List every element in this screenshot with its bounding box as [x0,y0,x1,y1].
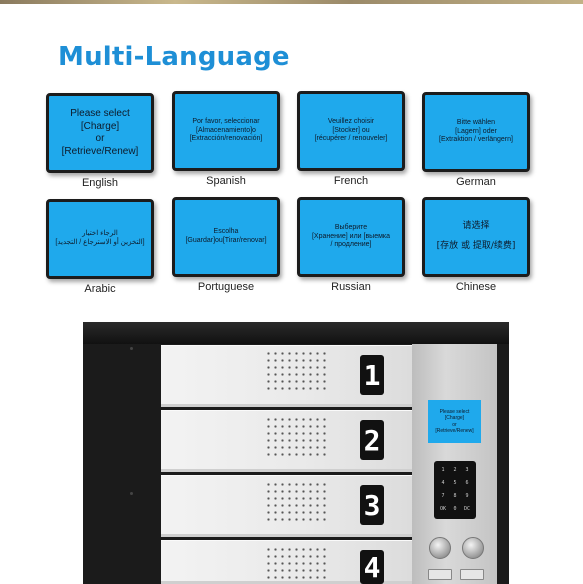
keypad-key: 4 [441,480,445,486]
prompt-text: الرجاء اختيار [التخزين أو الاسترجاع / ال… [55,230,145,246]
small-button [460,569,484,580]
language-label: German [456,176,496,188]
screen-russian: Выберите [Хранение] или [выемка / продле… [297,197,405,277]
language-card-german: Bitte wählen [Lagern] oder [Extraktion /… [422,92,530,188]
screen-english: Please select [Charge] or [Retrieve/Rene… [46,93,154,173]
screen-spanish: Por favor, seleccionar [Almacenamiento]o… [172,91,280,171]
prompt-text: Выберите [Хранение] или [выемка / продле… [311,223,391,249]
vent-grille [265,350,329,392]
door-number-display: 2 [360,420,384,460]
keypad-key: 5 [453,480,457,486]
language-label: Spanish [206,175,246,187]
keypad-key: 7 [441,493,445,499]
prompt-text: Please select [Charge] or [Retrieve/Rene… [61,108,139,157]
bolt-icon [130,492,133,495]
keypad: 1 2 3 4 5 6 7 8 9 OK 0 DC [434,461,476,519]
language-label: Russian [331,281,371,293]
screen-german: Bitte wählen [Lagern] oder [Extraktion /… [422,92,530,172]
screen-french: Veuillez choisir [Stocker] ou [récupérer… [297,91,405,171]
keypad-key: OK [439,506,447,512]
keypad-key: 9 [465,493,469,499]
door-number-display: 3 [360,485,384,525]
language-label: English [81,177,119,189]
prompt-text: Escolha [Guardar]ou[Tirar/renovar] [185,228,267,244]
door-number-display: 4 [360,550,384,584]
prompt-text: Bitte wählen [Lagern] oder [Extraktion /… [439,118,513,144]
vent-grille [265,546,329,582]
language-card-english: Please select [Charge] or [Retrieve/Rene… [46,93,154,189]
panel-screen: Please select [Charge] or [Retrieve/Rene… [428,400,481,443]
prompt-text: 请选择 [存放 或 提取/续费] [436,221,516,251]
prompt-text: Por favor, seleccionar [Almacenamiento]o… [189,117,263,143]
round-button [462,537,484,559]
door-number: 3 [363,488,381,522]
door-number: 4 [363,550,381,584]
keypad-key: 0 [453,506,457,512]
door-number: 2 [363,423,381,457]
page-title: Multi-Language [58,42,290,72]
language-card-chinese: 请选择 [存放 或 提取/续费] Chinese [422,197,530,293]
language-card-russian: Выберите [Хранение] или [выемка / продле… [297,197,405,293]
top-decor-strip [0,0,583,4]
language-card-portuguese: Escolha [Guardar]ou[Tirar/renovar] Portu… [172,197,280,293]
keypad-key: 1 [441,467,445,473]
keypad-key: DC [463,506,471,512]
door-number: 1 [363,358,381,392]
prompt-text: Veuillez choisir [Stocker] ou [récupérer… [314,117,388,143]
bolt-icon [130,347,133,350]
keypad-key: 8 [453,493,457,499]
language-card-arabic: الرجاء اختيار [التخزين أو الاسترجاع / ال… [46,199,154,295]
language-label: Chinese [455,281,497,293]
panel-prompt: Please select [Charge] or [Retrieve/Rene… [435,408,474,435]
vent-grille [265,481,329,523]
screen-arabic: الرجاء اختيار [التخزين أو الاسترجاع / ال… [46,199,154,279]
vent-grille [265,416,329,458]
keypad-key: 6 [465,480,469,486]
keypad-key: 2 [453,467,457,473]
small-button [428,569,452,580]
language-label: French [333,175,369,187]
door-number-display: 1 [360,355,384,395]
language-card-spanish: Por favor, seleccionar [Almacenamiento]o… [172,91,280,187]
round-button [429,537,451,559]
keypad-key: 3 [465,467,469,473]
language-card-french: Veuillez choisir [Stocker] ou [récupérer… [297,91,405,187]
locker-top-edge [83,322,509,344]
screen-portuguese: Escolha [Guardar]ou[Tirar/renovar] [172,197,280,277]
screen-chinese: 请选择 [存放 或 提取/续费] [422,197,530,277]
language-label: Arabic [84,283,116,295]
language-label: Portuguese [197,281,255,293]
